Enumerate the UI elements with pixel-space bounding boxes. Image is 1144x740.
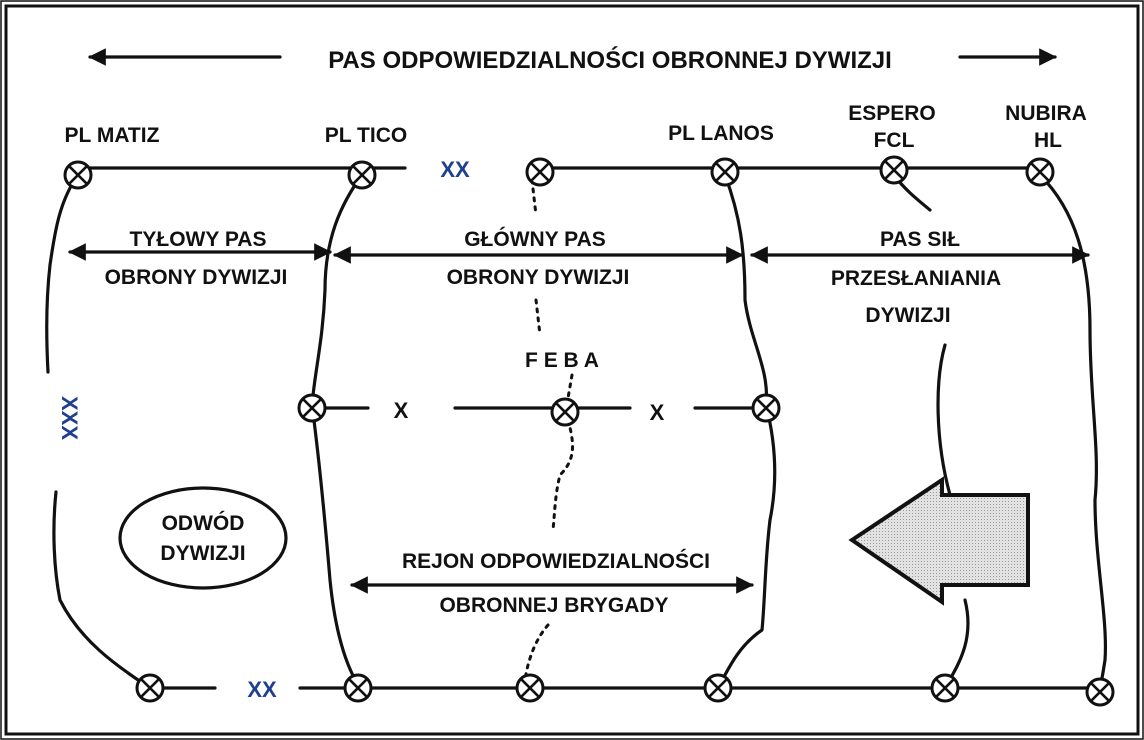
brigade-zone-label-1: REJON ODPOWIEDZIALNOŚCI [402, 549, 710, 573]
nubira-label: NUBIRA [1005, 102, 1087, 125]
node-pl-matiz-bottom [135, 673, 165, 703]
node-brigade-feba [550, 397, 580, 427]
reserve-label-2: DYWIZJI [160, 542, 245, 565]
node-feba-bottom [515, 673, 545, 703]
brigade-boundary-marker-right: X [650, 400, 665, 425]
division-boundary-marker-bottom: XX [247, 677, 277, 702]
division-reserve-ellipse [118, 486, 288, 590]
hl-label: HL [1034, 129, 1062, 152]
fcl-label: FCL [874, 129, 915, 152]
enemy-attack-arrow [848, 476, 1030, 606]
pl-matiz-line-lower [52, 490, 152, 690]
cover-zone-label-1: PAS SIŁ [880, 228, 960, 251]
espero-label: ESPERO [848, 102, 936, 125]
pl-matiz-label: PL MATIZ [65, 124, 160, 147]
node-feba-top [525, 157, 555, 187]
pl-tico-label: PL TICO [325, 124, 407, 147]
cover-zone-label-2: PRZESŁANIANIA [831, 267, 1001, 290]
main-zone-label-1: GŁÓWNY PAS [464, 227, 606, 251]
brigade-boundary-marker-left: X [394, 398, 409, 423]
reserve-label-1: ODWÓD [162, 511, 245, 535]
node-nubira-hl-top [1025, 157, 1055, 187]
node-pl-matiz-top [63, 160, 93, 190]
pl-matiz-line-upper [45, 173, 80, 374]
corps-boundary-marker: XXX [57, 396, 82, 440]
brigade-zone-label-2: OBRONNEJ BRYGADY [439, 594, 668, 617]
node-brigade-right [751, 393, 781, 423]
rear-zone-label-1: TYŁOWY PAS [130, 228, 267, 251]
node-pl-lanos-bottom [703, 673, 733, 703]
main-zone-label-2: OBRONY DYWIZJI [447, 266, 630, 289]
node-espero-fcl-top [879, 155, 909, 185]
feba-label: F E B A [525, 349, 599, 372]
node-pl-tico-bottom [343, 673, 373, 703]
pl-lanos-label: PL LANOS [668, 122, 774, 145]
node-brigade-left [297, 393, 327, 423]
nubira-hl-line [1038, 173, 1108, 692]
node-pl-lanos-top [710, 157, 740, 187]
node-espero-fcl-bottom [930, 673, 960, 703]
division-boundary-marker-top: XX [440, 157, 470, 182]
frame-border [4, 4, 1140, 736]
corps-boundary-text: XXX [57, 396, 82, 440]
espero-fcl-line-mid [936, 343, 952, 497]
node-nubira-hl-bottom [1085, 677, 1115, 707]
pl-lanos-line [716, 173, 777, 690]
page-title: PAS ODPOWIEDZIALNOŚCI OBRONNEJ DYWIZJI [328, 46, 892, 74]
rear-zone-label-2: OBRONY DYWIZJI [105, 266, 288, 289]
cover-zone-label-3: DYWIZJI [865, 304, 950, 327]
node-pl-tico-top [347, 160, 377, 190]
